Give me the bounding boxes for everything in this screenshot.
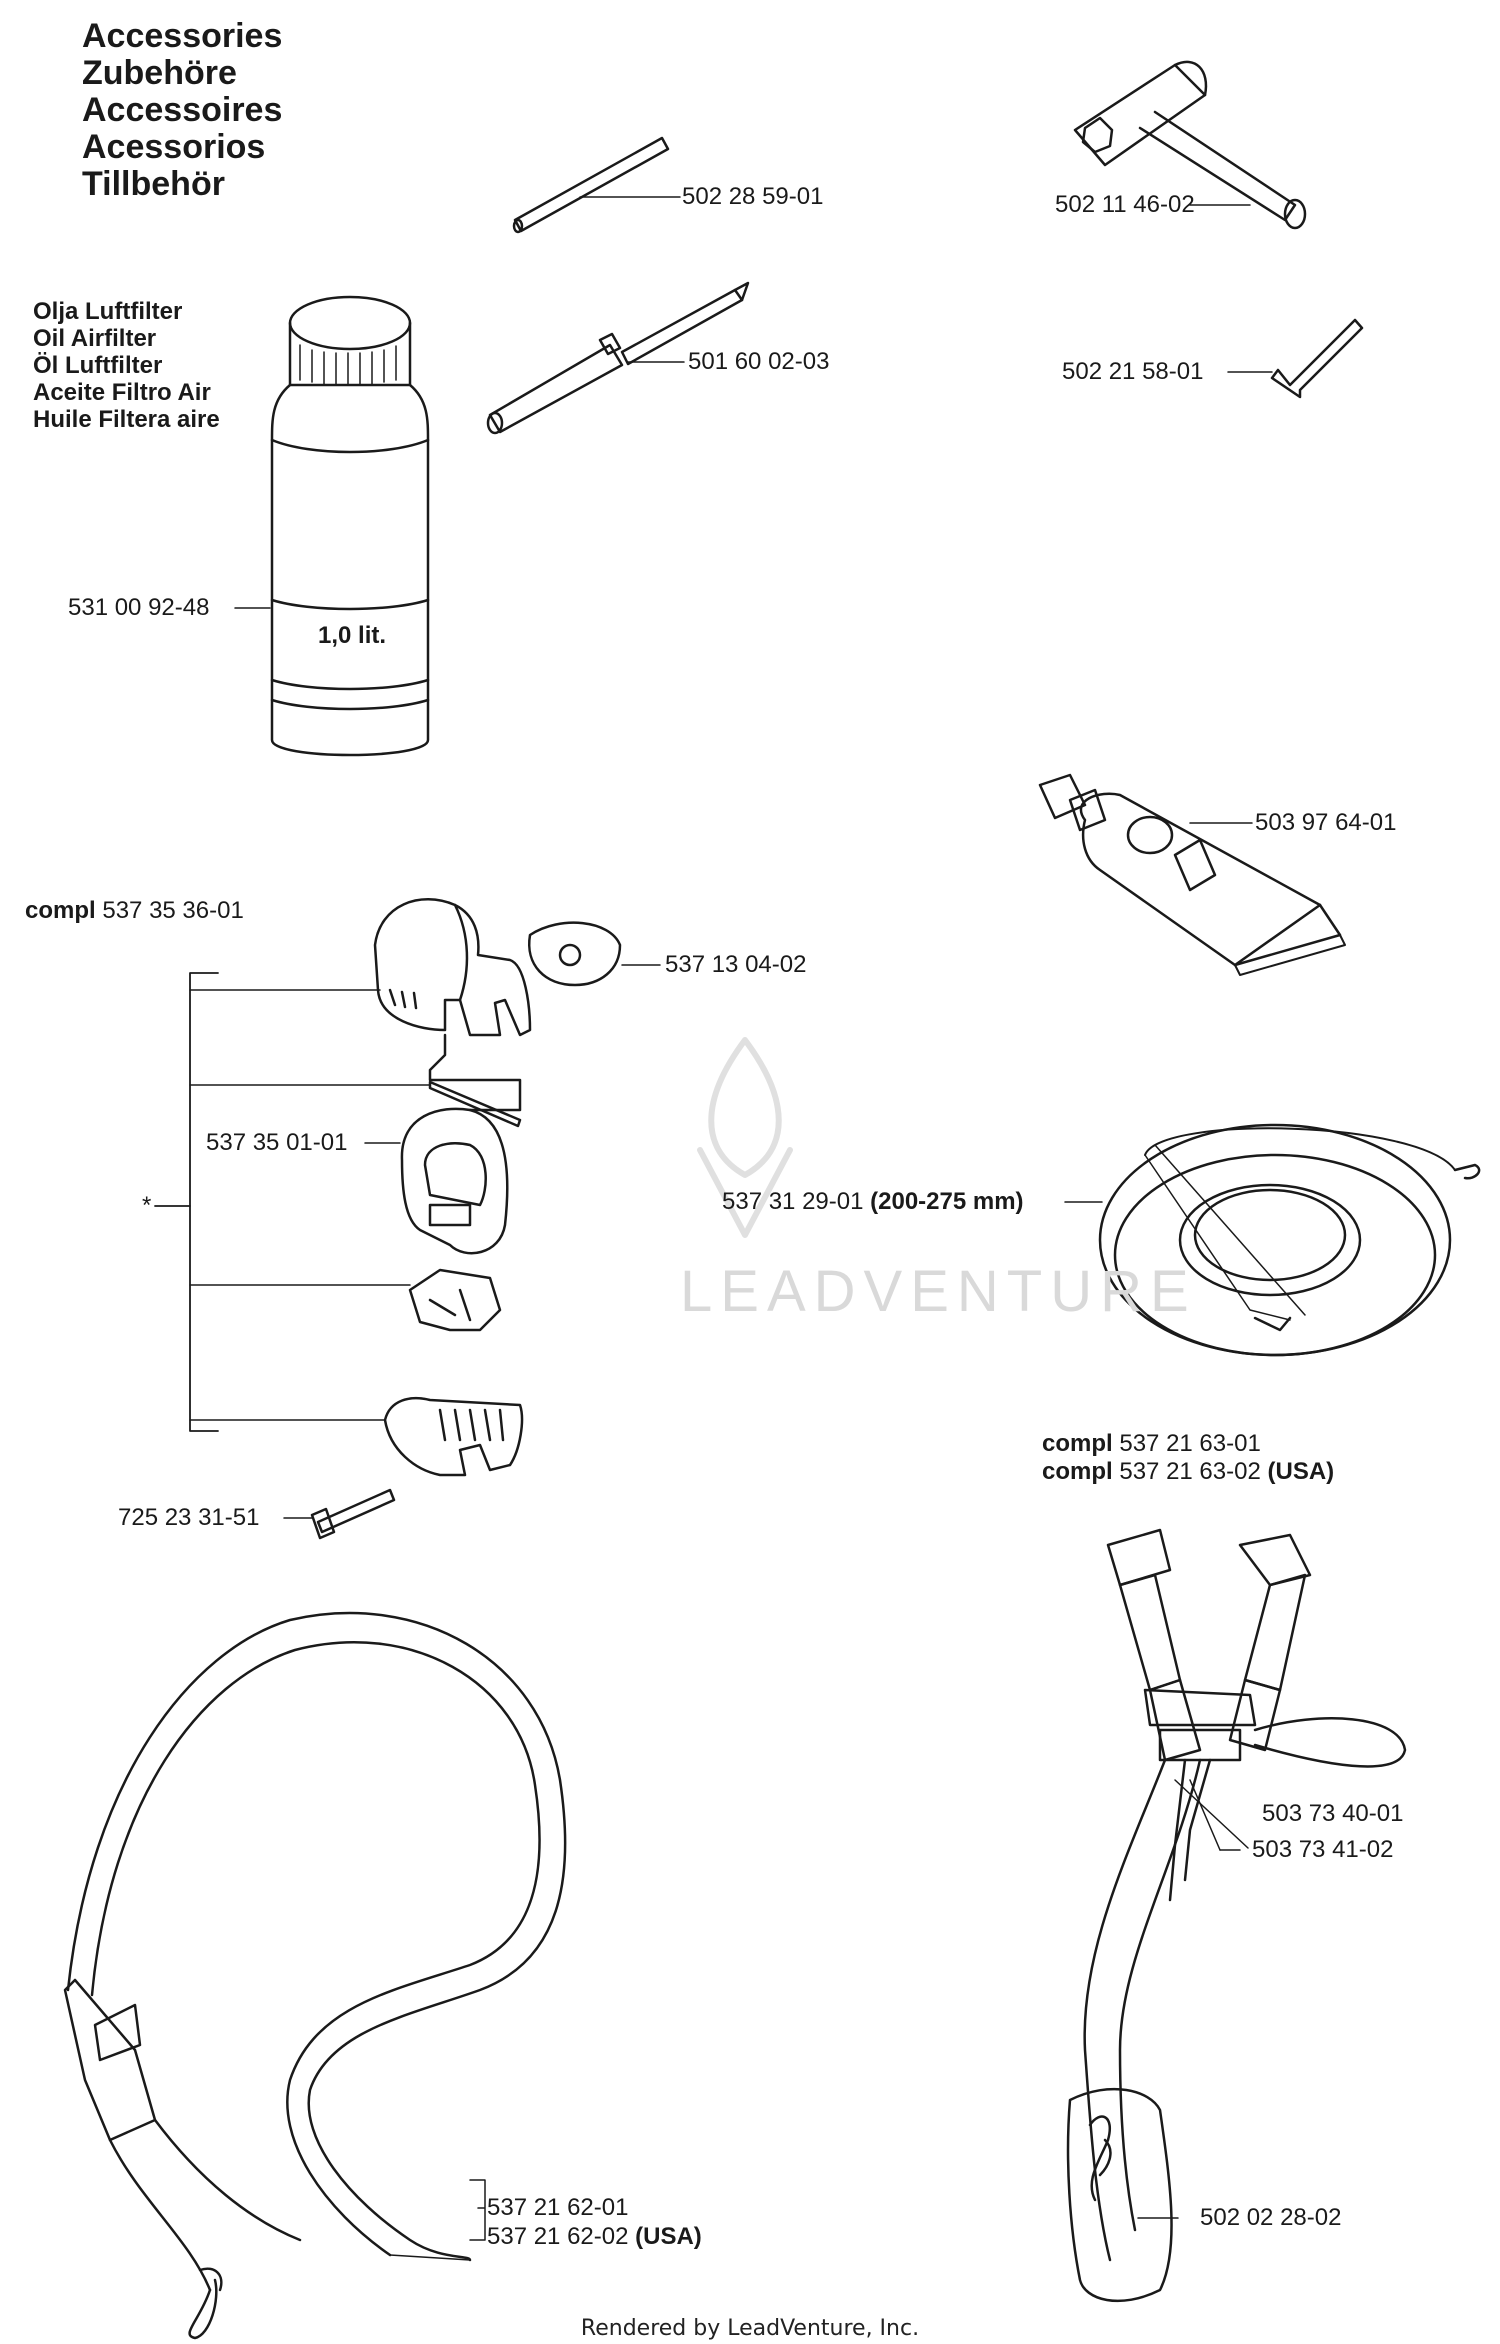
single-shoulder-strap-part <box>63 1611 567 2340</box>
grease-tube-part <box>1038 773 1346 976</box>
title-line-sv: Tillbehör <box>82 165 225 203</box>
title-line-pt: Acessorios <box>82 128 266 166</box>
compl-prefix: compl <box>1042 1458 1113 1485</box>
file-tool-part <box>486 281 750 435</box>
harness-clip-part <box>154 898 661 1540</box>
title-line-fr: Accessoires <box>82 91 283 129</box>
part-label-socket-wrench[interactable]: 502 11 46-02 <box>1055 191 1195 218</box>
part-label-buckle-1[interactable]: 503 73 40-01 <box>1262 1800 1404 1827</box>
oil-line-es: Aceite Filtro Air <box>33 379 211 406</box>
oil-line-fr: Huile Filtera aire <box>33 406 220 433</box>
part-label-shoulder-strap-2[interactable]: 537 21 62-02 (USA) <box>487 2223 702 2251</box>
part-label-clip-nut[interactable]: 537 13 04-02 <box>665 951 807 978</box>
oil-line-sv: Olja Luftfilter <box>33 298 183 325</box>
shoulder-harness-part <box>1066 1528 1407 2303</box>
clip-compl-number: 537 35 36-01 <box>102 897 244 924</box>
compl-prefix: compl <box>1042 1430 1113 1457</box>
bottle-volume-label: 1,0 lit. <box>318 622 387 649</box>
hex-key-part <box>1227 318 1364 399</box>
oil-airfilter-caption: Olja Luftfilter Oil Airfilter Öl Luftfil… <box>33 298 220 433</box>
part-label-strap-compl-2[interactable]: compl 537 21 63-02 (USA) <box>1042 1458 1334 1486</box>
title-line-en: Accessories <box>82 17 283 55</box>
part-label-guard[interactable]: 537 31 29-01 (200-275 mm) <box>722 1188 1024 1216</box>
guard-size: (200-275 mm) <box>870 1188 1024 1215</box>
page-title: Accessories Zubehöre Accessoires Acessor… <box>82 18 282 203</box>
oil-bottle-part <box>234 295 430 757</box>
part-label-file-tool[interactable]: 501 60 02-03 <box>688 348 830 375</box>
watermark-text: LEADVENTURE <box>680 1259 1197 1324</box>
shoulder-strap-number-2: 537 21 62-02 <box>487 2223 629 2250</box>
part-label-grease-tube[interactable]: 503 97 64-01 <box>1255 809 1397 836</box>
oil-line-de: Öl Luftfilter <box>33 352 163 379</box>
trimmer-guard-part <box>1064 1123 1481 1357</box>
part-label-buckle-2[interactable]: 503 73 41-02 <box>1252 1836 1394 1863</box>
part-label-rod[interactable]: 502 28 59-01 <box>682 183 824 210</box>
strap-compl-number-2: 537 21 63-02 <box>1119 1458 1261 1485</box>
part-label-shoulder-strap-1[interactable]: 537 21 62-01 <box>487 2194 629 2221</box>
part-label-clip-screw[interactable]: 725 23 31-51 <box>118 1504 260 1531</box>
guard-number: 537 31 29-01 <box>722 1188 864 1215</box>
oil-line-en: Oil Airfilter <box>33 325 157 352</box>
render-credit: Rendered by LeadVenture, Inc. <box>580 2316 920 2341</box>
compl-prefix: compl <box>25 897 96 924</box>
asterisk-marker: * <box>142 1192 152 1219</box>
part-label-hex-key[interactable]: 502 21 58-01 <box>1062 358 1204 385</box>
socket-wrench-part <box>1073 60 1307 230</box>
watermark-logo <box>697 1037 793 1238</box>
part-label-hook-pad[interactable]: 502 02 28-02 <box>1200 2204 1342 2231</box>
part-label-strap-compl-1[interactable]: compl 537 21 63-01 <box>1042 1430 1261 1458</box>
part-label-clip-compl[interactable]: compl 537 35 36-01 <box>25 897 244 925</box>
title-line-de: Zubehöre <box>82 54 237 92</box>
strap-compl-number-1: 537 21 63-01 <box>1119 1430 1261 1457</box>
usa-suffix: (USA) <box>635 2223 702 2250</box>
rod-part <box>512 136 681 234</box>
part-label-clip-ring[interactable]: 537 35 01-01 <box>206 1129 348 1156</box>
usa-suffix: (USA) <box>1267 1458 1335 1485</box>
part-label-oil-bottle[interactable]: 531 00 92-48 <box>68 594 210 621</box>
